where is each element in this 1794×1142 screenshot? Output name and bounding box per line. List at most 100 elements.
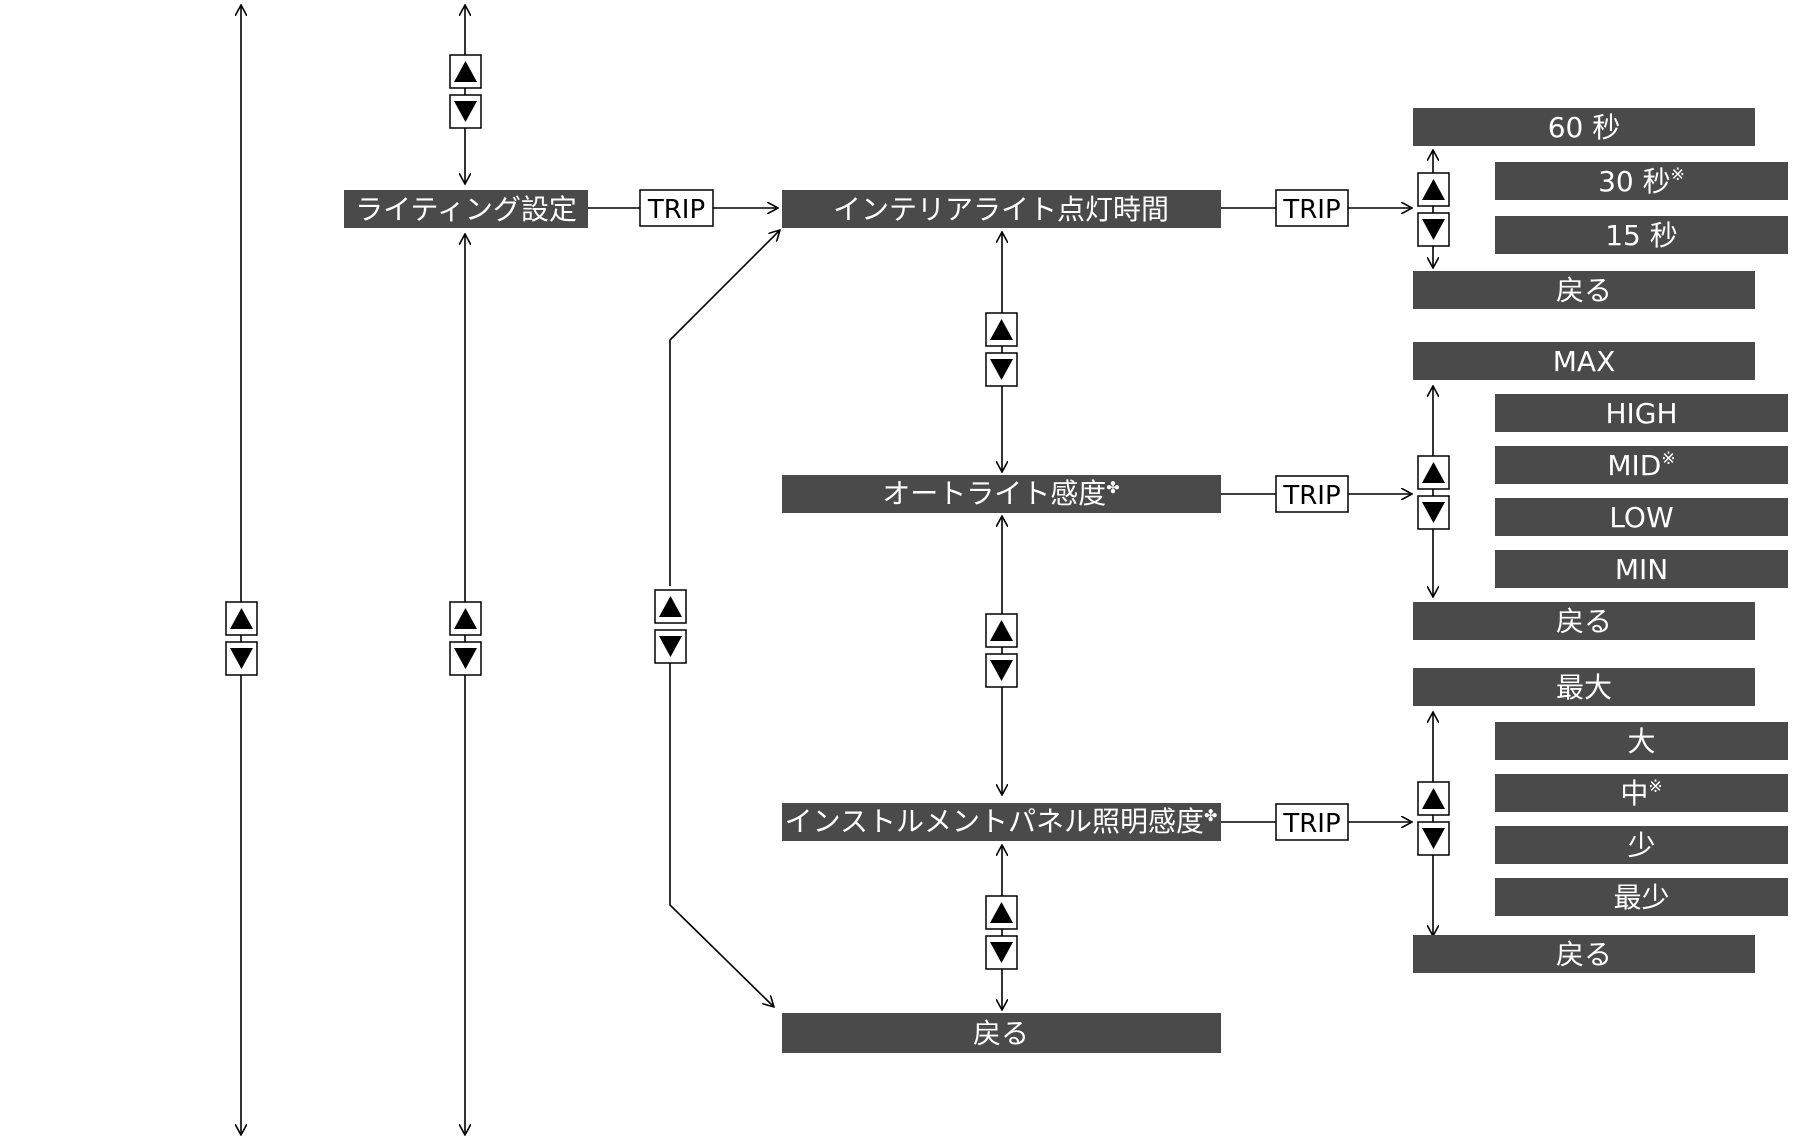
option-item[interactable]: LOW — [1495, 498, 1788, 536]
option-item[interactable]: MAX — [1413, 342, 1755, 380]
down-arrow-icon — [1422, 502, 1445, 523]
up-arrow-icon — [1422, 462, 1445, 483]
club-mark: ✤ — [1106, 478, 1119, 497]
option-bar — [1413, 602, 1755, 640]
menu-instrument-panel-sensitivity[interactable]: インストルメントパネル照明感度✤ — [782, 803, 1221, 841]
updown-settings-bottom[interactable] — [449, 601, 482, 676]
default-mark: ※ — [1671, 165, 1685, 185]
option-label: 15 秒 — [1605, 219, 1678, 252]
down-arrow-icon — [230, 648, 253, 669]
updown-interior-auto[interactable] — [985, 312, 1018, 387]
option-label: 最少 — [1613, 881, 1669, 914]
option-label: 最大 — [1556, 671, 1612, 704]
option-item[interactable]: 大 — [1495, 722, 1788, 760]
menu-interior-light-time[interactable]: インテリアライト点灯時間 — [782, 190, 1221, 228]
option-label: 少 — [1627, 829, 1655, 862]
option-item[interactable]: 中※ — [1495, 774, 1788, 812]
option-item[interactable]: 最大 — [1413, 668, 1755, 706]
up-button[interactable] — [225, 601, 258, 636]
trip-button-settings[interactable]: TRIP — [639, 189, 714, 227]
trip-label: TRIP — [1282, 809, 1340, 839]
up-arrow-icon — [990, 620, 1013, 641]
up-arrow-icon — [454, 608, 477, 629]
option-item[interactable]: 戻る — [1413, 602, 1755, 640]
down-arrow-icon — [659, 636, 682, 657]
option-label: MID※ — [1607, 449, 1675, 482]
option-item[interactable]: 30 秒※ — [1495, 162, 1788, 200]
menu-auto-light-sensitivity[interactable]: オートライト感度✤ — [782, 475, 1221, 513]
option-bar — [1413, 935, 1755, 973]
option-label: MAX — [1553, 345, 1616, 378]
down-arrow-icon — [454, 648, 477, 669]
option-bar — [1413, 271, 1755, 309]
down-arrow-icon — [454, 101, 477, 122]
submenu-loop-up — [669, 230, 780, 586]
updown-panel-options[interactable] — [1417, 781, 1450, 856]
option-item[interactable]: 戻る — [1413, 935, 1755, 973]
option-label: LOW — [1609, 501, 1673, 534]
connectors — [241, 5, 1433, 1135]
updown-submenu-loop[interactable] — [654, 589, 687, 664]
trip-label: TRIP — [1282, 481, 1340, 511]
option-item[interactable]: 60 秒 — [1413, 108, 1755, 146]
down-arrow-icon — [1422, 219, 1445, 240]
option-bar — [1495, 826, 1788, 864]
option-item[interactable]: HIGH — [1495, 394, 1788, 432]
down-button[interactable] — [654, 629, 687, 664]
menu-back[interactable]: 戻る — [782, 1013, 1221, 1053]
trip-button-panel[interactable]: TRIP — [1275, 803, 1349, 841]
option-item[interactable]: 戻る — [1413, 271, 1755, 309]
up-arrow-icon — [1422, 179, 1445, 200]
interior-light-options: 60 秒 30 秒※ 15 秒戻る — [1413, 108, 1788, 309]
submenu-loop-down — [669, 660, 774, 1007]
up-arrow-icon — [990, 902, 1013, 923]
down-arrow-icon — [990, 942, 1013, 963]
menu-lighting-settings[interactable]: ライティング設定 — [344, 190, 588, 228]
option-item[interactable]: MID※ — [1495, 446, 1788, 484]
option-bar — [1413, 668, 1755, 706]
trip-label: TRIP — [647, 195, 705, 225]
option-item[interactable]: 最少 — [1495, 878, 1788, 916]
updown-panel-back[interactable] — [985, 895, 1018, 970]
menu-label: 戻る — [973, 1017, 1029, 1050]
option-bar — [1413, 108, 1755, 146]
updown-left-loop[interactable] — [225, 601, 258, 676]
club-mark: ✤ — [1204, 806, 1217, 825]
trip-button-interior[interactable]: TRIP — [1275, 189, 1349, 227]
option-bar — [1495, 722, 1788, 760]
updown-buttons — [225, 54, 1450, 970]
option-item[interactable]: MIN — [1495, 550, 1788, 588]
option-bar — [1495, 878, 1788, 916]
updown-interior-options[interactable] — [1417, 172, 1450, 247]
option-label: 戻る — [1556, 605, 1612, 638]
default-mark: ※ — [1661, 449, 1675, 469]
option-item[interactable]: 少 — [1495, 826, 1788, 864]
menu-label: オートライト感度✤ — [882, 477, 1119, 510]
up-arrow-icon — [230, 608, 253, 629]
down-arrow-icon — [990, 660, 1013, 681]
option-label: MIN — [1615, 553, 1668, 586]
option-bar — [1495, 394, 1788, 432]
updown-auto-options[interactable] — [1417, 455, 1450, 530]
option-label: 中※ — [1620, 777, 1662, 810]
option-label: 大 — [1627, 725, 1655, 758]
option-item[interactable]: 15 秒 — [1495, 216, 1788, 254]
option-label: HIGH — [1605, 397, 1677, 430]
down-button[interactable] — [985, 935, 1018, 970]
updown-auto-panel[interactable] — [985, 613, 1018, 688]
up-arrow-icon — [659, 596, 682, 617]
up-arrow-icon — [1422, 788, 1445, 809]
menu-label: インストルメントパネル照明感度✤ — [785, 805, 1218, 838]
down-arrow-icon — [990, 359, 1013, 380]
option-bar — [1495, 216, 1788, 254]
option-label: 60 秒 — [1548, 111, 1621, 144]
trip-button-auto-light[interactable]: TRIP — [1275, 475, 1349, 513]
down-arrow-icon — [1422, 828, 1445, 849]
option-label: 戻る — [1556, 274, 1612, 307]
up-arrow-icon — [454, 61, 477, 82]
default-mark: ※ — [1648, 777, 1662, 797]
updown-settings-top[interactable] — [449, 54, 482, 129]
